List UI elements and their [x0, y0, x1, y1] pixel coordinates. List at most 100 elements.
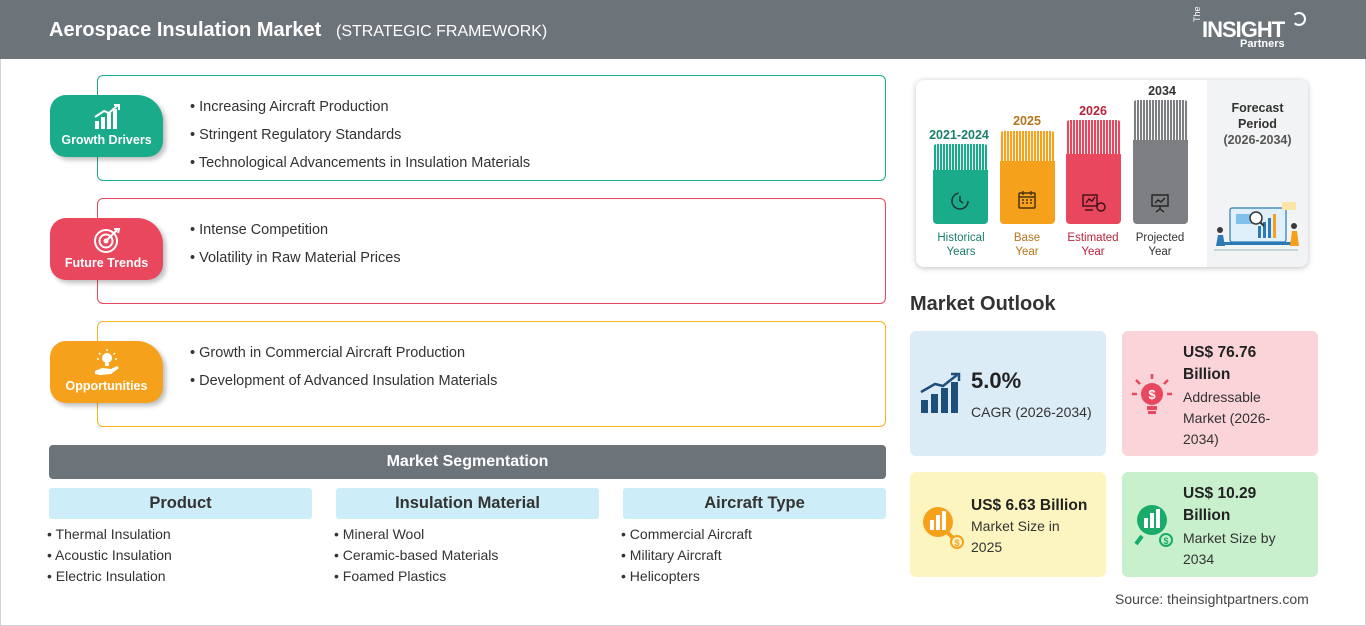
- segment-list-product: Thermal Insulation Acoustic Insulation E…: [47, 524, 172, 587]
- forecast-label: Forecast Period (2026-2034): [1207, 100, 1308, 148]
- timeline-panel: 2021-2024 Historical Years 2025 Base Yea…: [916, 80, 1308, 267]
- desc-line: Market (2026-: [1183, 410, 1271, 426]
- list-item: Ceramic-based Materials: [334, 545, 499, 566]
- list-item: Volatility in Raw Material Prices: [190, 244, 400, 272]
- timeline-bar-estimated: [1066, 120, 1121, 224]
- history-icon: [951, 192, 969, 210]
- desc-line: 2034: [1183, 551, 1215, 567]
- list-item: Commercial Aircraft: [621, 524, 752, 545]
- desc-line: 2034): [1183, 431, 1219, 447]
- market-size-2025-desc: Market Size in 2025: [971, 516, 1060, 558]
- list-item: Increasing Aircraft Production: [190, 93, 530, 121]
- segment-header-product: Product: [49, 488, 312, 519]
- future-trends-label: Future Trends: [64, 256, 149, 270]
- growth-chart-icon: [94, 104, 120, 129]
- presentation-icon: [1151, 194, 1169, 213]
- timeline-year-projected: 2034: [1148, 84, 1176, 98]
- addressable-desc: Addressable Market (2026- 2034): [1183, 387, 1270, 450]
- cagr-card: 5.0% CAGR (2026-2034): [910, 331, 1106, 456]
- coin-search-icon: $: [923, 507, 964, 549]
- desc-line: Addressable: [1183, 389, 1261, 405]
- list-item: Technological Advancements in Insulation…: [190, 149, 530, 177]
- addressable-market-card: $ US$ 76.76 Billion Addressable Market (…: [1122, 331, 1318, 456]
- desc-line: 2025: [971, 539, 1003, 555]
- opportunities-box: Growth in Commercial Aircraft Production…: [97, 321, 886, 427]
- estimate-icon: [1082, 194, 1106, 212]
- growth-drivers-tag: Growth Drivers: [50, 95, 163, 157]
- desc-line: Market Size by: [1183, 530, 1276, 546]
- logo-the: The: [1192, 6, 1202, 22]
- timeline-caption-projected: Projected Year: [1120, 231, 1200, 259]
- list-item: Foamed Plastics: [334, 566, 498, 587]
- value-line: US$ 76.76: [1183, 344, 1257, 361]
- forecast-line: Forecast: [1231, 101, 1284, 115]
- list-item: Mineral Wool: [334, 524, 498, 545]
- timeline-caption-historical: Historical Years: [921, 231, 1001, 259]
- value-line: US$ 10.29: [1183, 485, 1257, 502]
- page-subtitle: (STRATEGIC FRAMEWORK): [336, 23, 548, 40]
- timeline-bar-projected: [1133, 100, 1188, 224]
- timeline-caption-base: Base Year: [987, 231, 1067, 259]
- value-line: Billion: [1183, 507, 1231, 524]
- opportunities-list: Growth in Commercial Aircraft Production…: [190, 339, 497, 395]
- calendar-icon: [1018, 191, 1036, 209]
- caption-line: Year: [1015, 246, 1039, 258]
- logo-insight: INSIGHT: [1202, 17, 1285, 42]
- list-item: Intense Competition: [190, 216, 401, 244]
- header-bar: Aerospace Insulation Market (STRATEGIC F…: [0, 0, 1366, 59]
- timeline-year-historical: 2021-2024: [929, 128, 989, 142]
- segmentation-title: Market Segmentation: [49, 445, 886, 479]
- market-size-2034-desc: Market Size by 2034: [1183, 528, 1276, 570]
- svg-text:$: $: [1148, 387, 1156, 402]
- cagr-value: 5.0%: [971, 368, 1022, 393]
- bar-growth-icon: [920, 372, 961, 413]
- future-trends-tag: Future Trends: [50, 218, 163, 280]
- segment-list-aircraft-type: Commercial Aircraft Military Aircraft He…: [621, 524, 752, 587]
- list-item: Acoustic Insulation: [47, 545, 172, 566]
- page-title: Aerospace Insulation Market: [49, 19, 322, 41]
- list-item: Military Aircraft: [621, 545, 752, 566]
- insight-partners-logo[interactable]: The INSIGHT Partners: [1192, 6, 1312, 54]
- caption-line: Base: [1013, 232, 1041, 244]
- future-trends-box: Intense Competition Volatility in Raw Ma…: [97, 198, 886, 304]
- money-bulb-icon: $: [1132, 374, 1172, 414]
- list-item: Helicopters: [621, 566, 752, 587]
- caption-line: Year: [1081, 246, 1105, 258]
- logo-partners: Partners: [1240, 38, 1285, 50]
- list-item: Development of Advanced Insulation Mater…: [190, 367, 497, 395]
- caption-line: Year: [1148, 246, 1172, 258]
- market-size-2034-value: US$ 10.29 Billion: [1183, 483, 1256, 527]
- list-item: Growth in Commercial Aircraft Production: [190, 339, 497, 367]
- svg-text:$: $: [954, 538, 959, 548]
- caption-line: Estimated: [1067, 232, 1119, 244]
- future-trends-list: Intense Competition Volatility in Raw Ma…: [190, 216, 401, 272]
- addressable-value: US$ 76.76 Billion: [1183, 342, 1256, 386]
- timeline-bar-base: [1000, 131, 1055, 224]
- market-size-2025-value: US$ 6.63 Billion: [971, 497, 1088, 514]
- caption-line: Projected: [1135, 232, 1185, 244]
- segment-header-aircraft-type: Aircraft Type: [623, 488, 886, 519]
- list-item: Stringent Regulatory Standards: [190, 121, 530, 149]
- list-item: Electric Insulation: [47, 566, 172, 587]
- market-size-2025-card: $ US$ 6.63 Billion Market Size in 2025: [910, 472, 1106, 577]
- timeline-year-estimated: 2026: [1079, 104, 1107, 118]
- lightbulb-hand-icon: [95, 349, 119, 375]
- forecast-period-panel: Forecast Period (2026-2034): [1207, 80, 1308, 267]
- list-item: Thermal Insulation: [47, 524, 172, 545]
- timeline-bar-historical: [933, 144, 988, 224]
- opportunities-tag: Opportunities: [50, 341, 163, 403]
- svg-text:$: $: [1163, 536, 1168, 546]
- market-outlook-title: Market Outlook: [910, 293, 1056, 315]
- coin-growth-icon: $: [1134, 505, 1173, 547]
- caption-line: Historical: [937, 232, 985, 244]
- growth-drivers-list: Increasing Aircraft Production Stringent…: [190, 93, 530, 177]
- opportunities-label: Opportunities: [65, 379, 148, 393]
- forecast-line: Period: [1238, 117, 1277, 131]
- source-link[interactable]: Source: theinsightpartners.com: [1115, 591, 1309, 607]
- value-line: Billion: [1183, 366, 1231, 383]
- logo-arc-icon: [1292, 12, 1306, 26]
- growth-drivers-label: Growth Drivers: [61, 133, 152, 147]
- cagr-desc: CAGR (2026-2034): [971, 404, 1092, 420]
- forecast-range: (2026-2034): [1223, 133, 1292, 147]
- analytics-team-icon: [1214, 202, 1299, 251]
